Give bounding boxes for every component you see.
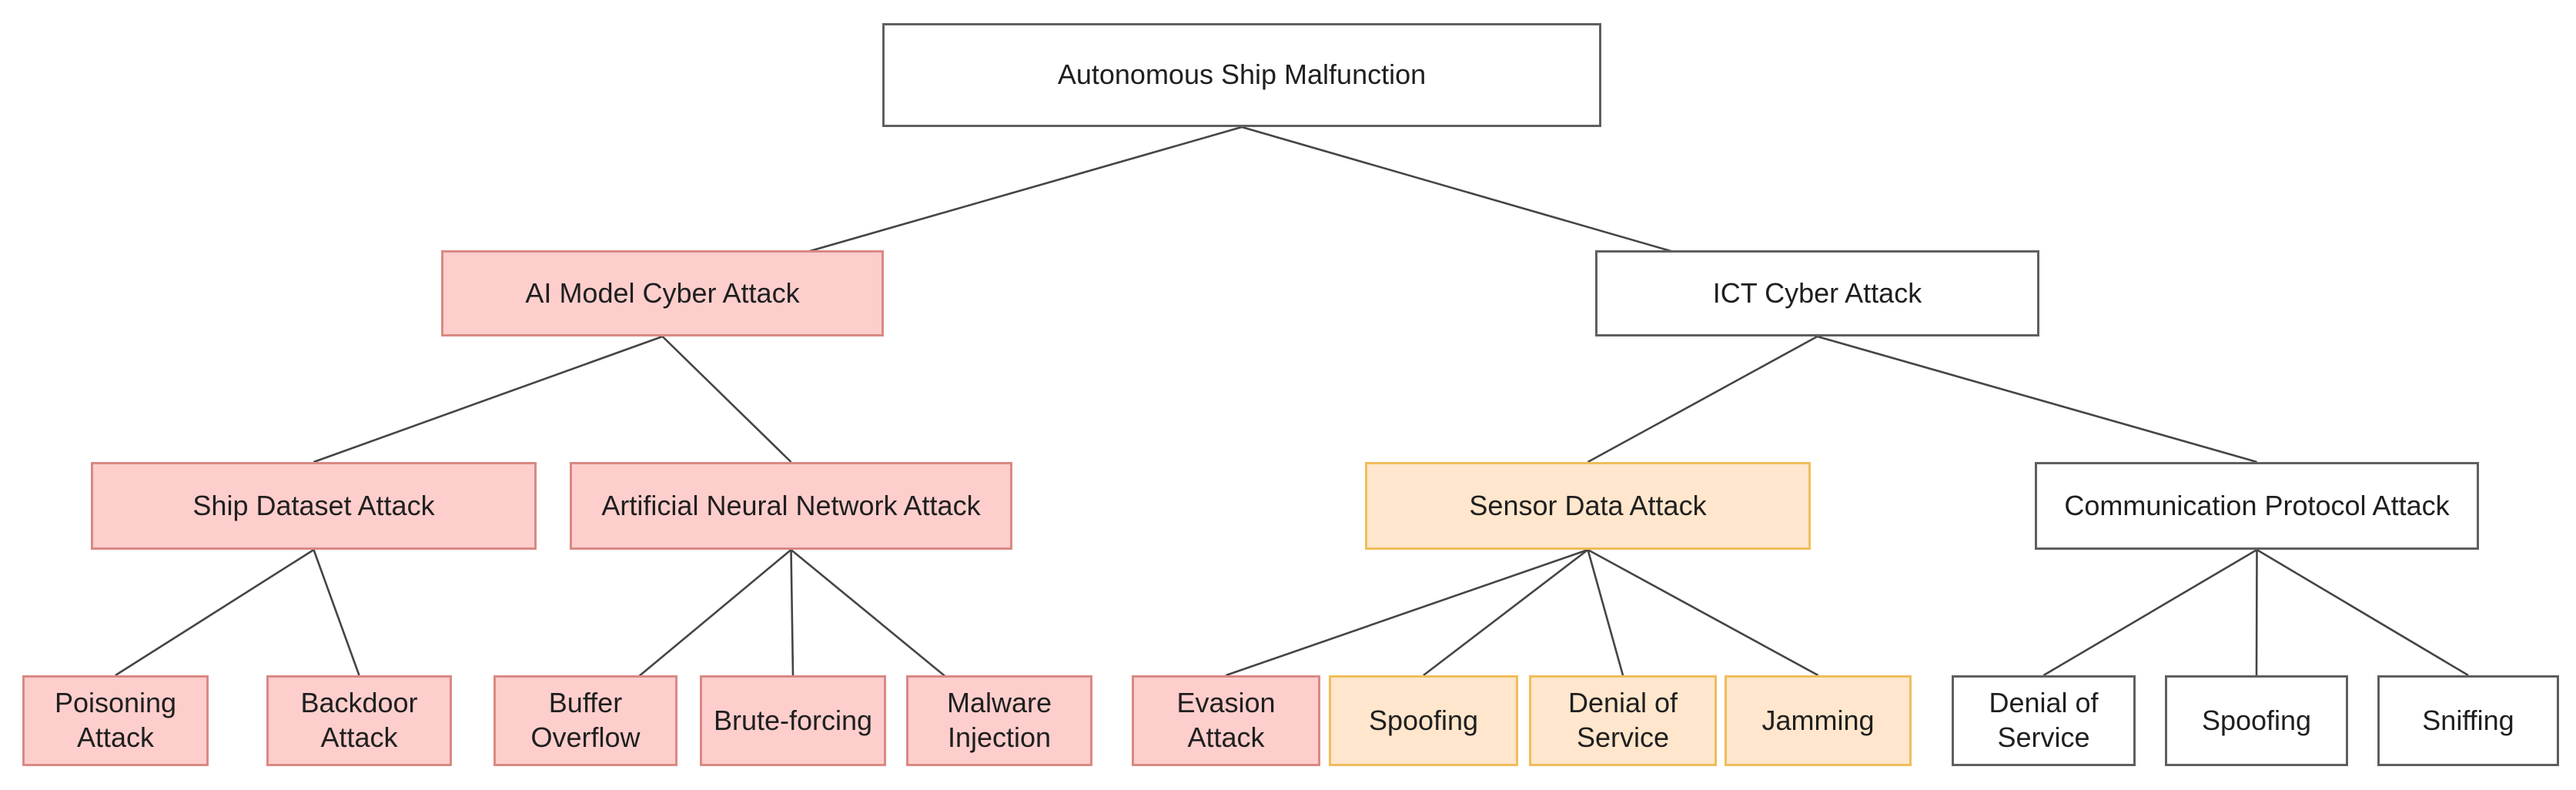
edge-ship-dataset-attack--poisoning-attack [115,548,315,677]
node-comm-denial-of-service: Denial of Service [1952,675,2136,766]
node-poisoning-attack: Poisoning Attack [22,675,209,766]
edge-ship-dataset-attack--backdoor-attack [313,549,360,676]
edge-sensor-data-attack--evasion-attack [1226,548,1588,677]
edge-ai-model-cyber-attack--artificial-neural-network-attack [661,336,792,463]
node-jamming: Jamming [1725,675,1912,766]
node-evasion-attack: Evasion Attack [1132,675,1320,766]
node-backdoor-attack: Backdoor Attack [266,675,452,766]
edge-sensor-data-attack--sensor-denial-of-service [1587,549,1624,676]
node-artificial-neural-network-attack: Artificial Neural Network Attack [570,462,1012,550]
node-sensor-spoofing: Spoofing [1329,675,1518,766]
node-brute-forcing: Brute-forcing [700,675,886,766]
edge-ai-model-cyber-attack--ship-dataset-attack [313,335,663,464]
node-communication-protocol-attack: Communication Protocol Attack [2035,462,2479,550]
node-sensor-denial-of-service: Denial of Service [1529,675,1717,766]
node-buffer-overflow: Buffer Overflow [493,675,677,766]
node-autonomous-ship-malfunction: Autonomous Ship Malfunction [882,23,1601,127]
node-sensor-data-attack: Sensor Data Attack [1365,462,1811,550]
edge-ict-cyber-attack--communication-protocol-attack [1817,335,2257,464]
edge-artificial-neural-network-attack--brute-forcing [790,549,795,676]
node-ship-dataset-attack: Ship Dataset Attack [91,462,537,550]
edge-communication-protocol-attack--comm-denial-of-service [2042,548,2258,677]
node-ict-cyber-attack: ICT Cyber Attack [1595,250,2039,336]
node-ai-model-cyber-attack: AI Model Cyber Attack [441,250,884,336]
node-malware-injection: Malware Injection [906,675,1092,766]
node-comm-spoofing: Spoofing [2165,675,2348,766]
edge-sensor-data-attack--jamming [1587,548,1819,677]
node-sniffing: Sniffing [2377,675,2559,766]
edge-sensor-data-attack--sensor-spoofing [1423,548,1589,677]
edge-communication-protocol-attack--sniffing [2256,548,2469,677]
edge-ict-cyber-attack--sensor-data-attack [1587,335,1818,464]
